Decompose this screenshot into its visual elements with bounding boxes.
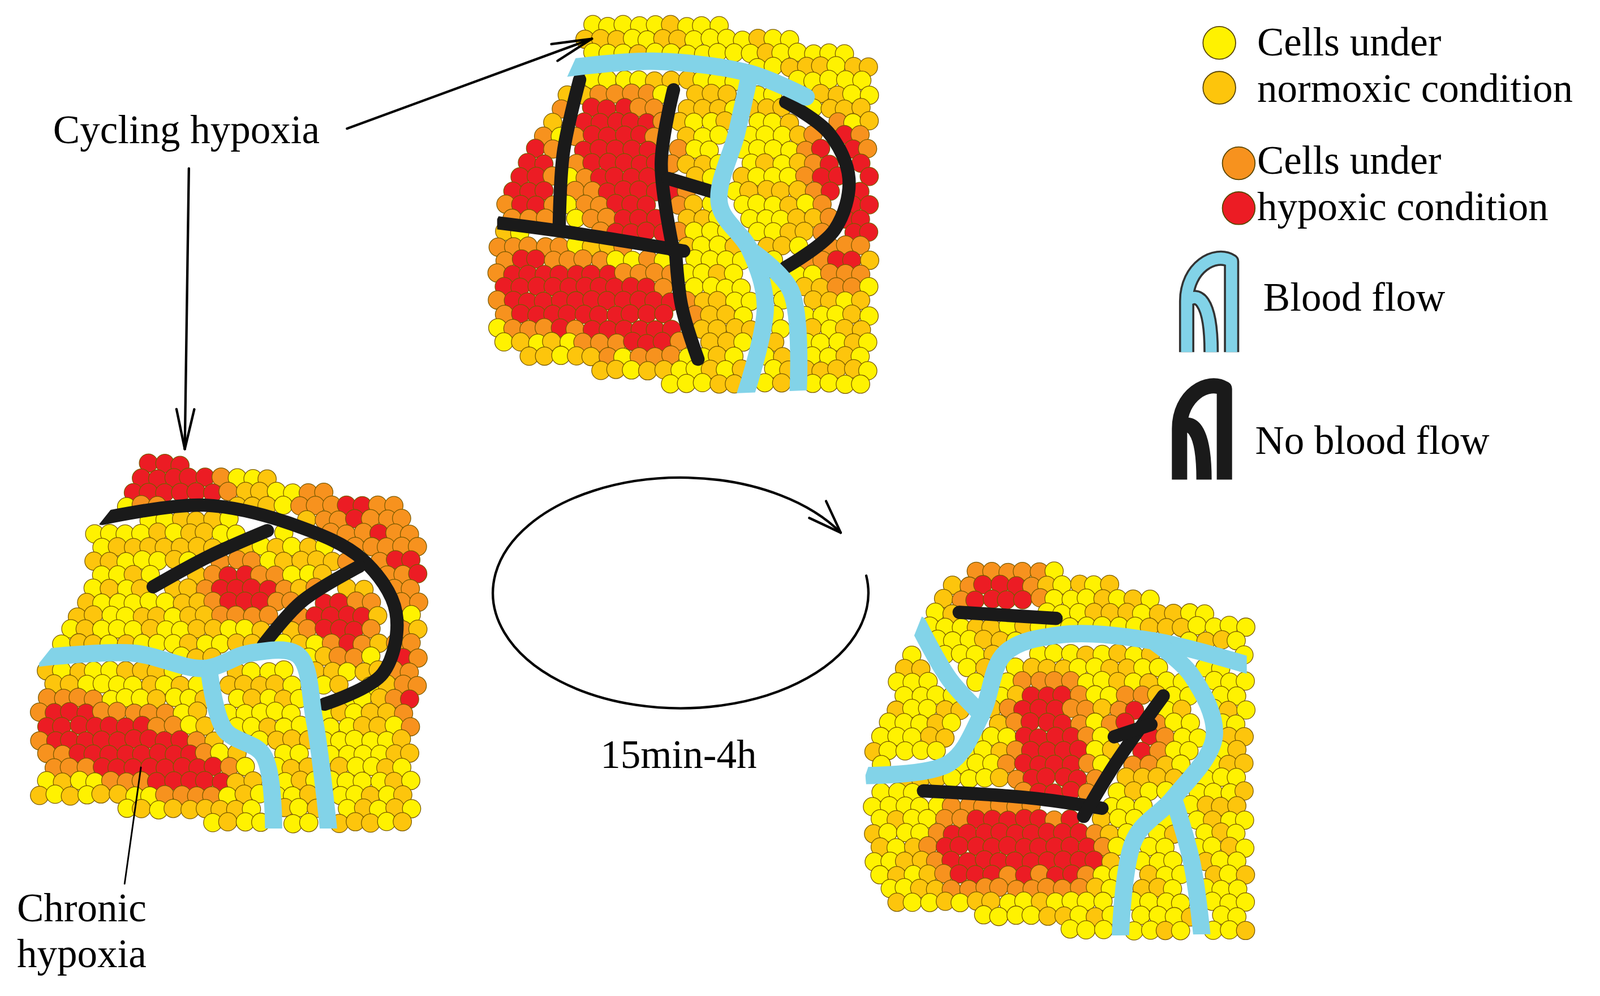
cell <box>951 893 970 912</box>
vessels <box>863 612 1250 938</box>
vessel-no-flow <box>102 504 398 704</box>
vessel-no-flow <box>495 222 685 251</box>
arrow-line <box>346 39 592 129</box>
vessels <box>495 61 850 397</box>
label: Cycling hypoxia <box>53 106 320 154</box>
no-flow-icon <box>1179 385 1225 480</box>
vessel-flow <box>556 61 807 97</box>
cell <box>1021 905 1040 924</box>
tissue-block <box>487 15 879 397</box>
arrow-line <box>185 168 189 450</box>
cell <box>638 361 657 380</box>
vessel-flow <box>918 624 982 715</box>
cell <box>990 768 1009 787</box>
legend-swatches <box>1179 26 1255 480</box>
cell <box>997 590 1016 609</box>
vessels <box>36 504 398 830</box>
cell <box>895 741 914 760</box>
cell <box>622 360 641 379</box>
cell <box>273 496 292 515</box>
vessel-flow <box>750 250 799 397</box>
label: 15min-4h <box>600 731 757 778</box>
cell <box>1220 920 1239 939</box>
vessel-no-flow <box>785 101 850 268</box>
vessel-flow <box>1120 640 1215 938</box>
cell <box>661 374 680 393</box>
vessel-flow <box>719 73 766 397</box>
cell <box>535 346 554 365</box>
legend-text: No blood flow <box>1254 417 1490 464</box>
cell <box>186 482 205 501</box>
vessel-flow <box>863 633 1250 776</box>
vessel-no-flow <box>1083 695 1164 817</box>
blood-flow-icon <box>1186 257 1232 352</box>
legend-text: Cells under normoxic condition <box>1257 19 1579 112</box>
leader-line <box>124 767 141 884</box>
cell <box>819 373 838 392</box>
cell <box>851 375 870 394</box>
cell <box>772 373 791 392</box>
cell <box>299 813 318 832</box>
cell <box>393 812 412 831</box>
cell <box>1171 921 1190 940</box>
vessel-no-flow <box>1114 724 1151 737</box>
cell <box>1013 590 1032 609</box>
legend-cell <box>1222 191 1256 225</box>
cell <box>677 373 696 393</box>
cell <box>361 813 380 832</box>
cycle-arrow <box>492 477 869 709</box>
label: Chronic hypoxia <box>16 884 147 978</box>
cell <box>164 798 183 817</box>
arrow-head <box>185 409 195 449</box>
arrow-head <box>809 517 841 533</box>
cell <box>989 906 1008 926</box>
cell <box>1236 921 1255 940</box>
cell <box>494 332 513 351</box>
cell <box>61 786 80 805</box>
legend-text: Cells under hypoxic condition <box>1257 137 1555 230</box>
vessel-flow <box>1173 797 1202 936</box>
cell <box>693 373 712 392</box>
tissue-block <box>30 453 429 833</box>
arrow-head <box>557 39 592 62</box>
vessel-no-flow <box>661 89 674 252</box>
vessel-no-flow <box>958 612 1056 619</box>
vessel-no-flow <box>923 790 1103 809</box>
blood-flow-icon-outline <box>1186 257 1232 352</box>
vessel-no-flow <box>675 251 699 360</box>
arrows <box>124 39 869 884</box>
tissue-block <box>863 561 1256 940</box>
cell <box>218 812 237 831</box>
arrow-head <box>176 409 186 450</box>
legend-text: Blood flow <box>1263 274 1445 321</box>
cell <box>1094 919 1113 939</box>
cell <box>902 892 922 911</box>
vessel-flow <box>209 671 274 831</box>
legend-cell <box>1202 26 1236 60</box>
vessel-no-flow <box>263 566 360 645</box>
vessel-flow <box>36 650 329 831</box>
cell <box>724 43 743 62</box>
vessel-no-flow <box>558 79 580 227</box>
legend-cell <box>1202 71 1236 105</box>
cell <box>91 784 110 803</box>
legend-cell <box>1222 147 1256 180</box>
cell <box>1038 906 1057 926</box>
vessel-no-flow <box>153 530 268 587</box>
cell <box>1076 920 1095 939</box>
